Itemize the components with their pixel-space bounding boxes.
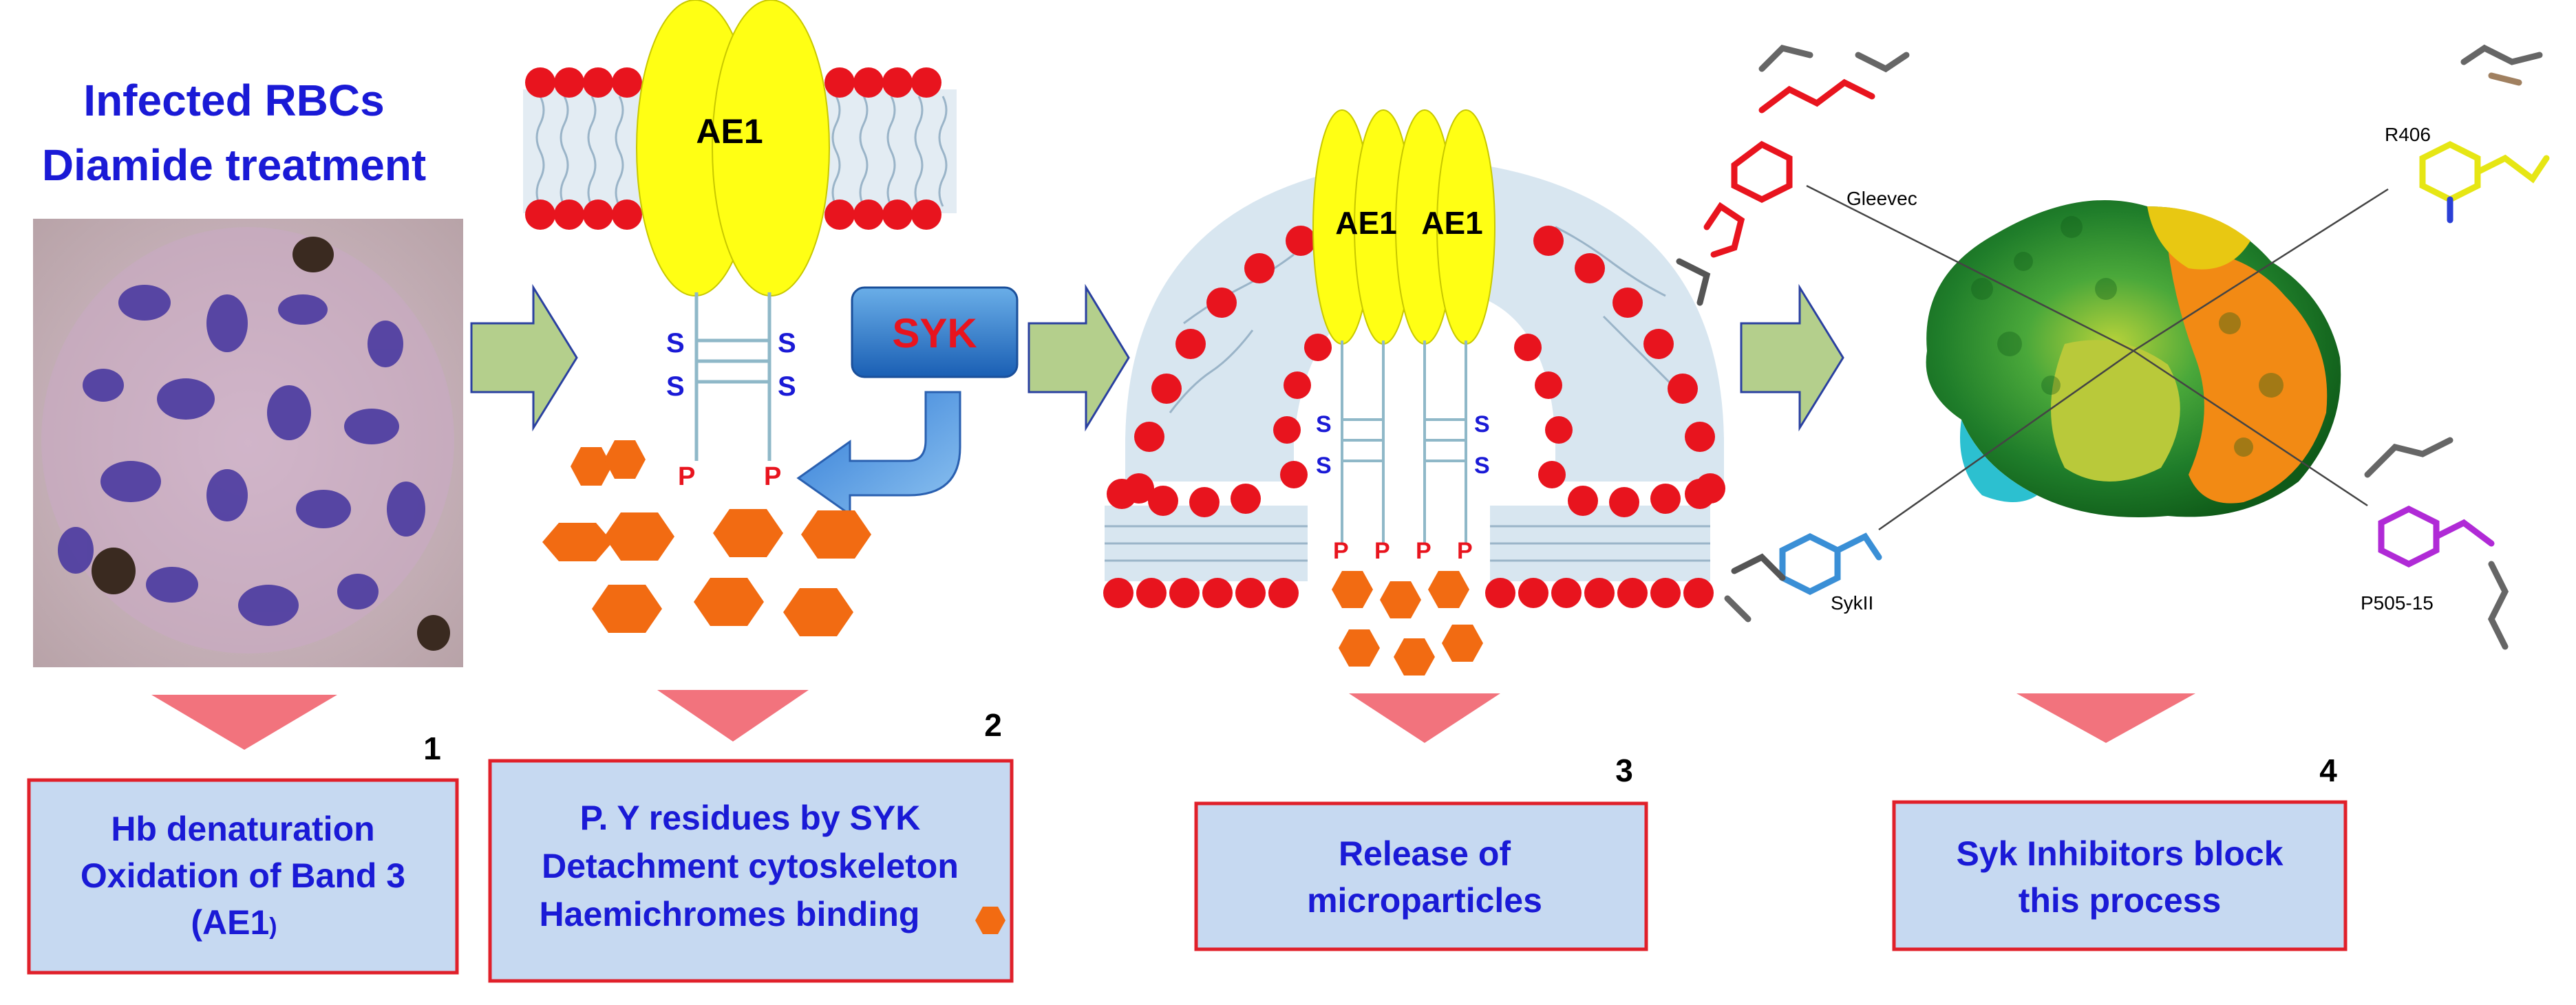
panel-4: Gleevec R406 SykII P505-15 4 Syk Inhibit… <box>1676 44 2550 951</box>
panel1-title-line1: Infected RBCs <box>83 76 384 125</box>
caption-2-line3: Haemichromes binding <box>540 895 920 933</box>
down-arrow-1 <box>151 695 337 750</box>
disulfide-s-2: S <box>666 371 685 402</box>
disulfide-s-1: S <box>666 328 685 358</box>
rbc-micrograph-image <box>33 219 463 667</box>
ligand-connector-lines <box>1806 184 2389 531</box>
caption-box-4 <box>1892 800 2348 951</box>
haemichrome-hexagons-3 <box>1332 571 1483 676</box>
ligand-sykii-structure <box>1724 532 1882 623</box>
ae1-label-3a: AE1 <box>1335 205 1396 241</box>
caption-1-line3: (AE1) <box>191 903 277 942</box>
disulfide-s-3d: S <box>1474 453 1490 479</box>
ligand-label-r406: R406 <box>2385 124 2431 145</box>
syk-kinase <box>851 286 1019 378</box>
membrane-bilayer-right <box>819 67 957 230</box>
syk-label: SYK <box>892 310 977 356</box>
phospho-p-2: P <box>764 462 781 491</box>
ligand-r406-structure <box>2419 44 2550 224</box>
right-arrow-2 <box>1028 283 1130 432</box>
caption-box-1 <box>27 778 459 975</box>
disulfide-s-3a: S <box>1316 411 1332 437</box>
ae1-label: AE1 <box>696 112 763 151</box>
disulfide-s-4: S <box>778 371 796 402</box>
right-arrow-1 <box>470 283 578 432</box>
caption-2-line1: P. Y residues by SYK <box>580 799 921 837</box>
panel-2: AE1 S S S S P P SYK <box>488 0 1019 983</box>
disulfide-s-3c: S <box>1474 411 1490 437</box>
caption-2-line2: Detachment cytoskeleton <box>542 847 959 885</box>
disulfide-s-3b: S <box>1316 453 1332 479</box>
right-arrow-3 <box>1740 283 1844 432</box>
ligand-label-gleevec: Gleevec <box>1846 188 1917 209</box>
down-arrow-2 <box>657 690 809 742</box>
panel-1: Infected RBCs Diamide treatment <box>27 76 463 975</box>
ae1-tails-3 <box>1341 341 1467 543</box>
step-number-2: 2 <box>984 707 1002 743</box>
panel1-title-line2: Diamide treatment <box>42 140 426 190</box>
step-number-1: 1 <box>423 731 441 766</box>
caption-box-3 <box>1194 801 1648 951</box>
phospho-p-3a: P <box>1333 538 1349 564</box>
syk-phosphorylation-arrow <box>796 391 961 517</box>
phospho-p-3b: P <box>1374 538 1390 564</box>
ae1-label-3b: AE1 <box>1421 205 1482 241</box>
phospho-p-1: P <box>678 462 695 491</box>
ligand-p505-structure <box>2364 437 2509 650</box>
microparticle-membrane <box>1125 158 1724 482</box>
syk-protein-surface-image <box>1926 200 2341 517</box>
ligand-gleevec-structure <box>1676 45 1910 306</box>
phospho-p-3c: P <box>1416 538 1431 564</box>
step-number-3: 3 <box>1615 753 1633 788</box>
down-arrow-4 <box>2016 693 2195 743</box>
phospho-p-3d: P <box>1457 538 1473 564</box>
caption-1-line1: Hb denaturation <box>111 810 374 848</box>
haemichrome-hexagon-legend <box>975 907 1005 934</box>
membrane-bilayer-left <box>523 67 654 230</box>
ligand-label-sykii: SykII <box>1831 592 1873 614</box>
down-arrow-3 <box>1349 693 1500 743</box>
caption-box-2 <box>488 759 1014 983</box>
caption-4-line1: Syk Inhibitors block <box>1956 834 2283 873</box>
step-number-4: 4 <box>2319 753 2337 788</box>
disulfide-s-3: S <box>778 328 796 358</box>
caption-3-line1: Release of <box>1339 834 1511 873</box>
ae1-cytoplasmic-tails <box>694 292 771 461</box>
ligand-label-p505: P505-15 <box>2361 592 2434 614</box>
caption-3-line2: microparticles <box>1307 881 1542 920</box>
caption-1-line2: Oxidation of Band 3 <box>81 856 405 895</box>
caption-4-line2: this process <box>2019 881 2222 920</box>
haemichrome-hexagons <box>542 440 871 636</box>
panel-3: AE1 AE1 S S S S P P P P 3 Release of mic… <box>1103 109 1725 951</box>
